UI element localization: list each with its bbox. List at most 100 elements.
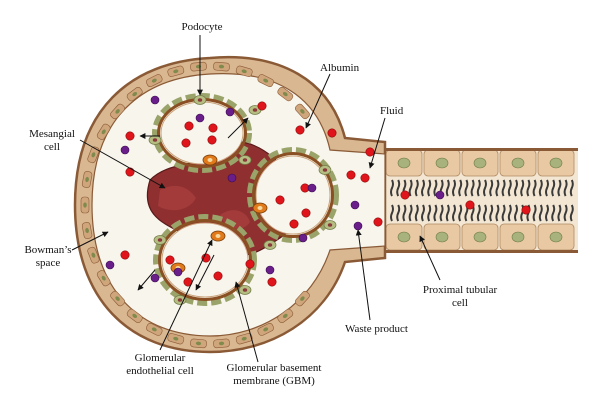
parietal-cell bbox=[110, 290, 126, 307]
parietal-cell-nucleus bbox=[115, 109, 120, 114]
microvillus bbox=[402, 204, 407, 222]
podocyte-nucleus bbox=[322, 168, 328, 172]
microvillus bbox=[538, 204, 543, 222]
label-podocyte: Podocyte bbox=[181, 21, 223, 33]
microvillus bbox=[464, 179, 469, 197]
endothelial-nucleus bbox=[207, 158, 213, 162]
microvillus bbox=[414, 179, 419, 197]
waste-particle bbox=[435, 190, 445, 200]
arrow-line bbox=[159, 239, 213, 351]
albumin-particle bbox=[373, 217, 383, 227]
parietal-cell bbox=[213, 61, 230, 72]
parietal-cell-nucleus bbox=[85, 176, 89, 183]
albumin-particle bbox=[346, 170, 356, 180]
parietal-cell bbox=[235, 333, 253, 345]
tubule-bottom-edge bbox=[372, 250, 578, 253]
microvillus bbox=[526, 179, 531, 197]
waste-particle bbox=[265, 265, 275, 275]
tubule-cell-nucleus bbox=[549, 231, 563, 243]
microvillus bbox=[408, 204, 413, 222]
podocyte-nucleus bbox=[267, 243, 273, 247]
microvillus bbox=[470, 179, 475, 197]
parietal-cell-nucleus bbox=[91, 252, 96, 258]
parietal-cell bbox=[87, 246, 100, 264]
albumin-particle bbox=[165, 255, 175, 265]
microvillus bbox=[489, 204, 494, 222]
microvillus bbox=[427, 179, 432, 197]
waste-particle bbox=[195, 113, 205, 123]
parietal-cell-nucleus bbox=[195, 341, 202, 346]
parietal-cell bbox=[294, 290, 310, 307]
waste-particle bbox=[150, 95, 160, 105]
parietal-cell bbox=[81, 222, 93, 239]
label-glomerular-endothelial-cell: Glomerular endothelial cell bbox=[115, 352, 205, 378]
parietal-cell bbox=[87, 146, 100, 164]
parietal-cell bbox=[190, 61, 207, 72]
albumin-particle bbox=[208, 123, 218, 133]
waste-particle bbox=[227, 173, 237, 183]
microvillus bbox=[545, 179, 549, 197]
endothelial-nucleus bbox=[257, 206, 263, 210]
parietal-cell-nucleus bbox=[115, 296, 120, 301]
microvillus bbox=[551, 204, 556, 222]
parietal-cell-nucleus bbox=[263, 327, 269, 332]
parietal-cell bbox=[277, 308, 294, 324]
parietal-cell bbox=[80, 196, 90, 214]
albumin-particle bbox=[125, 167, 135, 177]
arrow-line bbox=[195, 254, 215, 291]
microvillus bbox=[414, 204, 419, 222]
label-gbm: Glomerular basement membrane (GBM) bbox=[212, 362, 336, 388]
microvillus bbox=[439, 204, 444, 222]
parietal-cell bbox=[167, 333, 185, 345]
parietal-cell bbox=[96, 270, 111, 287]
albumin-particle bbox=[213, 271, 223, 281]
microvillus bbox=[538, 179, 543, 197]
microvillus bbox=[501, 204, 506, 222]
microvillus bbox=[514, 204, 518, 222]
albumin-particle bbox=[301, 208, 311, 218]
albumin-particle bbox=[275, 195, 285, 205]
waste-particle bbox=[173, 267, 183, 277]
particles bbox=[105, 95, 531, 287]
capillary-lumen bbox=[255, 155, 331, 235]
parietal-cell bbox=[126, 308, 143, 324]
parietal-cell-nucleus bbox=[151, 78, 157, 83]
microvillus bbox=[557, 179, 562, 197]
albumin-particle bbox=[360, 173, 370, 183]
microvillus bbox=[433, 179, 438, 197]
label-bowmans-space: Bowman’s space bbox=[20, 244, 76, 270]
parietal-cell-nucleus bbox=[85, 227, 89, 234]
parietal-cell bbox=[126, 86, 143, 102]
microvillus bbox=[520, 179, 525, 197]
microvillus bbox=[507, 179, 512, 197]
podocyte-foot-layer bbox=[153, 214, 257, 306]
arrow-line bbox=[137, 269, 156, 291]
tubule-cell-nucleus bbox=[397, 157, 411, 169]
podocyte-nucleus bbox=[197, 98, 203, 102]
tubule-cell-nucleus bbox=[511, 231, 525, 243]
parietal-cell-nucleus bbox=[173, 69, 179, 74]
parietal-cell bbox=[294, 103, 310, 120]
albumin-particle bbox=[289, 219, 299, 229]
arrow-line bbox=[305, 73, 331, 129]
waste-particle bbox=[120, 145, 130, 155]
mesangial-cell bbox=[158, 185, 196, 211]
parietal-cell-nucleus bbox=[263, 78, 269, 83]
albumin-particle bbox=[400, 190, 410, 200]
podocyte-nucleus bbox=[252, 108, 258, 112]
microvillus bbox=[483, 179, 487, 197]
microvillus bbox=[495, 179, 500, 197]
parietal-cell-nucleus bbox=[101, 129, 106, 135]
podocyte-nucleus bbox=[327, 223, 333, 227]
label-bowmans-line2: space bbox=[35, 257, 61, 269]
parietal-cell bbox=[190, 338, 207, 349]
podocytes bbox=[148, 95, 337, 305]
parietal-epithelial-cells bbox=[80, 61, 310, 349]
microvillus bbox=[476, 179, 481, 197]
microvillus bbox=[545, 204, 549, 222]
tubule-cell-nucleus bbox=[397, 231, 411, 243]
microvillus bbox=[445, 204, 450, 222]
microvillus bbox=[489, 179, 494, 197]
albumin-particle bbox=[465, 200, 475, 210]
